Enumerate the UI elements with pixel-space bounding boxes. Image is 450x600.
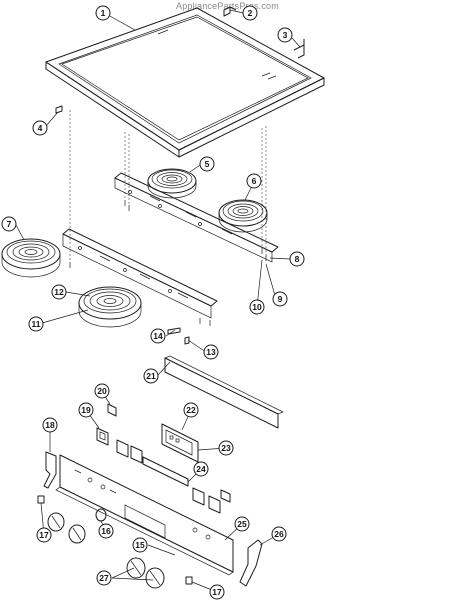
callout-20: 20 <box>94 383 110 399</box>
svg-text:21: 21 <box>146 371 156 381</box>
switch-part-20 <box>107 403 117 417</box>
bracket-part-3 <box>293 39 305 59</box>
callout-13: 13 <box>203 344 219 360</box>
heating-element-part-11 <box>78 286 142 328</box>
callout-15: 15 <box>132 537 148 553</box>
callout-25: 25 <box>234 516 250 532</box>
svg-text:4: 4 <box>38 123 43 133</box>
svg-text:25: 25 <box>237 519 247 529</box>
callout-18: 18 <box>42 417 58 433</box>
callout-17-right: 17 <box>209 584 225 600</box>
heating-element-part-7 <box>1 238 61 278</box>
screws <box>69 200 267 326</box>
svg-text:23: 23 <box>221 443 231 453</box>
callout-26: 26 <box>271 526 287 542</box>
clip-part-4 <box>55 105 63 114</box>
rear-trim-part-21 <box>164 355 284 429</box>
callout-24: 24 <box>193 461 209 477</box>
callout-11: 11 <box>28 316 44 332</box>
svg-text:10: 10 <box>252 302 262 312</box>
display-part-24 <box>142 456 189 487</box>
callout-9: 9 <box>272 291 288 307</box>
svg-text:19: 19 <box>81 405 91 415</box>
callout-6: 6 <box>246 173 262 189</box>
callout-14: 14 <box>150 328 166 344</box>
svg-text:15: 15 <box>135 540 145 550</box>
alignment-lines <box>69 110 267 262</box>
end-cap-part-26 <box>239 539 263 587</box>
svg-text:5: 5 <box>205 159 210 169</box>
callout-2: 2 <box>242 5 258 21</box>
element-bracket-front <box>62 228 218 319</box>
svg-text:14: 14 <box>153 331 163 341</box>
callout-7: 7 <box>1 216 17 232</box>
switch-part-19 <box>96 427 109 446</box>
callout-8: 8 <box>289 251 305 267</box>
clip-part-2 <box>223 6 237 17</box>
svg-text:20: 20 <box>97 386 107 396</box>
svg-text:9: 9 <box>278 294 283 304</box>
svg-text:22: 22 <box>186 405 196 415</box>
svg-text:12: 12 <box>54 287 64 297</box>
knob-right-1 <box>126 557 146 579</box>
control-board-part-22 <box>161 423 199 463</box>
switch-blocks <box>116 439 231 514</box>
knob-left-2 <box>68 524 86 544</box>
callout-5: 5 <box>199 156 215 172</box>
cooktop-glass <box>45 7 325 158</box>
callout-22: 22 <box>183 402 199 418</box>
heating-element-part-5 <box>147 168 197 199</box>
svg-text:24: 24 <box>196 464 206 474</box>
svg-text:1: 1 <box>101 8 106 18</box>
callout-23: 23 <box>218 440 234 456</box>
knob-left-3 <box>95 508 107 522</box>
callout-21: 21 <box>143 368 159 384</box>
end-cap-part-18 <box>43 451 57 489</box>
callout-27: 27 <box>96 570 112 586</box>
svg-text:26: 26 <box>274 529 284 539</box>
callout-4: 4 <box>32 120 48 136</box>
knob-right-2 <box>145 567 165 589</box>
svg-text:17: 17 <box>39 530 49 540</box>
watermark-text: AppliancePartsPros.com <box>176 1 279 11</box>
small-part-17-left <box>37 495 45 504</box>
svg-text:2: 2 <box>248 8 253 18</box>
svg-text:27: 27 <box>99 573 109 583</box>
small-part-17-right <box>185 576 193 585</box>
callout-3: 3 <box>277 27 293 43</box>
control-panel-part-25 <box>55 454 234 576</box>
svg-text:3: 3 <box>283 30 288 40</box>
callout-1: 1 <box>95 5 111 21</box>
knob-left-1 <box>47 512 65 532</box>
callout-16: 16 <box>98 523 114 539</box>
callout-10: 10 <box>249 299 265 315</box>
small-parts-13-14 <box>167 327 190 345</box>
callout-19: 19 <box>78 402 94 418</box>
callout-12: 12 <box>51 284 67 300</box>
svg-text:11: 11 <box>32 319 41 329</box>
svg-text:7: 7 <box>7 219 12 229</box>
callout-17-left: 17 <box>36 527 52 543</box>
svg-text:18: 18 <box>45 420 55 430</box>
svg-text:16: 16 <box>101 526 111 536</box>
svg-text:8: 8 <box>295 254 300 264</box>
svg-text:13: 13 <box>206 347 216 357</box>
heating-element-part-6 <box>218 199 268 233</box>
svg-text:17: 17 <box>212 587 222 597</box>
element-bracket-rear <box>114 172 279 263</box>
svg-text:6: 6 <box>252 176 257 186</box>
